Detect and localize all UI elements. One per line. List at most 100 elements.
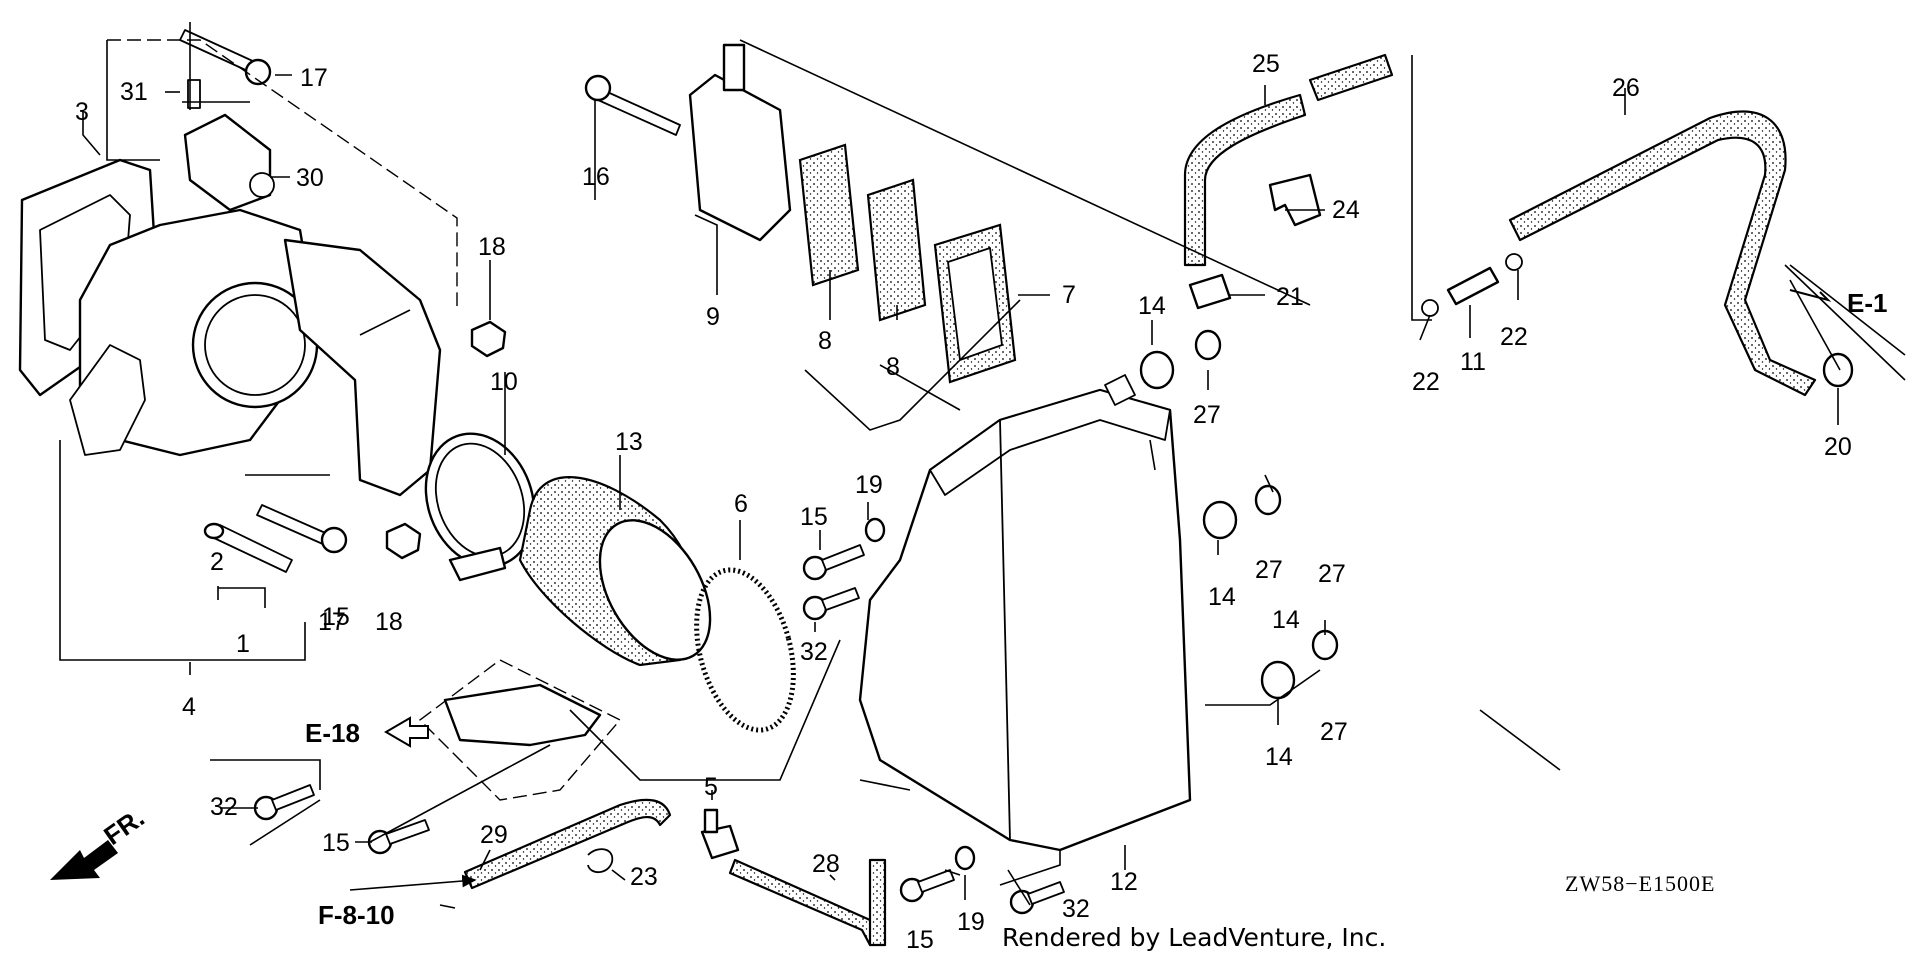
callout-label: 7 — [1062, 281, 1076, 309]
callout-label: 5 — [704, 773, 718, 801]
bolt-17-lower-head — [320, 526, 348, 554]
bracket-dashed-box — [418, 659, 622, 801]
callout-label: 30 — [296, 164, 324, 192]
callout-label: 32 — [1062, 895, 1090, 923]
callout-label: 10 — [490, 368, 518, 396]
e1-arrow-icon — [1789, 289, 1832, 302]
ref-e18: E-18 — [305, 718, 360, 748]
callout-label: 27 — [1255, 556, 1283, 584]
sensor-30-port — [249, 172, 275, 198]
hose-25 — [1183, 93, 1307, 267]
e18-arrow-icon — [384, 716, 429, 748]
filter-parts — [584, 43, 1017, 384]
callout-label: 2 — [210, 548, 224, 576]
hose-26 — [1508, 110, 1817, 397]
air-cleaner-case — [858, 374, 1192, 852]
nut-18-lower — [385, 522, 422, 560]
callout-label: 29 — [480, 821, 508, 849]
damper-14-a — [1139, 350, 1175, 390]
gasket-6 — [694, 567, 796, 733]
callout-label: 18 — [478, 233, 506, 261]
nut-18-upper — [470, 320, 507, 358]
foam-8-b — [866, 178, 927, 322]
joint-5 — [700, 824, 740, 860]
render-credit: Rendered by LeadVenture, Inc. — [1002, 923, 1386, 952]
ref-f810: F-8-10 — [318, 900, 395, 930]
reference-arrows — [50, 289, 1832, 880]
clip-22-b — [1505, 253, 1523, 271]
intake-parts — [418, 432, 796, 801]
screw-1 — [213, 524, 293, 573]
joint-11 — [1446, 266, 1500, 306]
foam-8-a — [798, 143, 860, 287]
clip-21 — [1188, 273, 1232, 310]
case-rim — [929, 389, 1171, 496]
callout-label: 11 — [1460, 348, 1486, 376]
front-arrow-icon — [50, 840, 118, 880]
callout-label: 27 — [1320, 718, 1348, 746]
throttle-bracket — [283, 238, 442, 497]
callout-label: 28 — [812, 850, 840, 878]
callout-label: 15 — [322, 829, 350, 857]
leader-lines-throttle — [59, 22, 458, 675]
callout-label: 19 — [957, 908, 985, 936]
clip-22-a — [1421, 299, 1439, 317]
case-flange — [999, 419, 1011, 841]
callout-label: 22 — [1500, 323, 1528, 351]
ref-e1: E-1 — [1847, 288, 1887, 318]
hose-25-upper — [1308, 53, 1394, 102]
joint-5-stem — [703, 808, 719, 834]
resonator-9-nozzle — [722, 43, 746, 92]
bracket-15 — [443, 683, 602, 747]
bolt-32-c-shank — [1027, 881, 1065, 905]
callout-label: 15 — [800, 503, 828, 531]
callout-labels: 1 2 3 4 5 6 7 8 8 9 10 11 12 13 14 14 14… — [75, 50, 1852, 954]
callout-label: 12 — [1110, 868, 1138, 896]
callout-label: 23 — [630, 863, 658, 891]
clip-20 — [1822, 352, 1854, 388]
callout-label: 13 — [615, 428, 643, 456]
washer-19-b — [954, 845, 976, 871]
callout-label: 14 — [1208, 583, 1236, 611]
bolt-15-b-shank — [385, 819, 430, 845]
hose-28 — [728, 858, 882, 947]
washer-19-a — [864, 517, 886, 543]
intake-tube-13-mouth — [598, 519, 712, 661]
bolt-15-c-shank — [917, 869, 955, 893]
mount-hardware — [253, 329, 1339, 915]
hose-29 — [463, 798, 672, 890]
bolt-32-b-shank — [271, 784, 315, 811]
washer-2 — [203, 522, 225, 540]
throttle-bore-inner — [204, 294, 306, 396]
hoses — [463, 53, 1854, 947]
callout-label: 22 — [1412, 368, 1440, 396]
throttle-body-group — [18, 29, 507, 573]
bolt-27-a — [1194, 329, 1222, 361]
callout-label: 3 — [75, 98, 89, 126]
resonator-9 — [688, 73, 792, 242]
bolt-15-a-shank — [821, 544, 865, 571]
screw-31 — [187, 79, 201, 109]
callout-label: 16 — [582, 163, 610, 191]
callout-label: 15 — [906, 926, 934, 954]
callout-label: 14 — [1138, 292, 1166, 320]
leader-lines — [82, 39, 1906, 909]
callout-label: 27 — [1318, 560, 1346, 588]
callout-label: 9 — [706, 303, 720, 331]
case-tab — [1104, 374, 1136, 406]
bolt-16 — [597, 89, 681, 136]
callout-label: 18 — [375, 608, 403, 636]
throttle-sensor-boss — [69, 344, 146, 456]
callout-label: 17 — [318, 608, 346, 636]
callout-label: 8 — [818, 327, 832, 355]
callout-label: 20 — [1824, 433, 1852, 461]
callout-label: 14 — [1265, 743, 1293, 771]
damper-14-b — [1202, 500, 1238, 540]
bolt-27-c — [1311, 629, 1339, 661]
callout-label: 31 — [120, 78, 148, 106]
callout-label: 15 — [322, 603, 350, 631]
callout-label: 25 — [1252, 50, 1280, 78]
callout-label: 6 — [734, 490, 748, 518]
clip-23 — [587, 848, 614, 874]
